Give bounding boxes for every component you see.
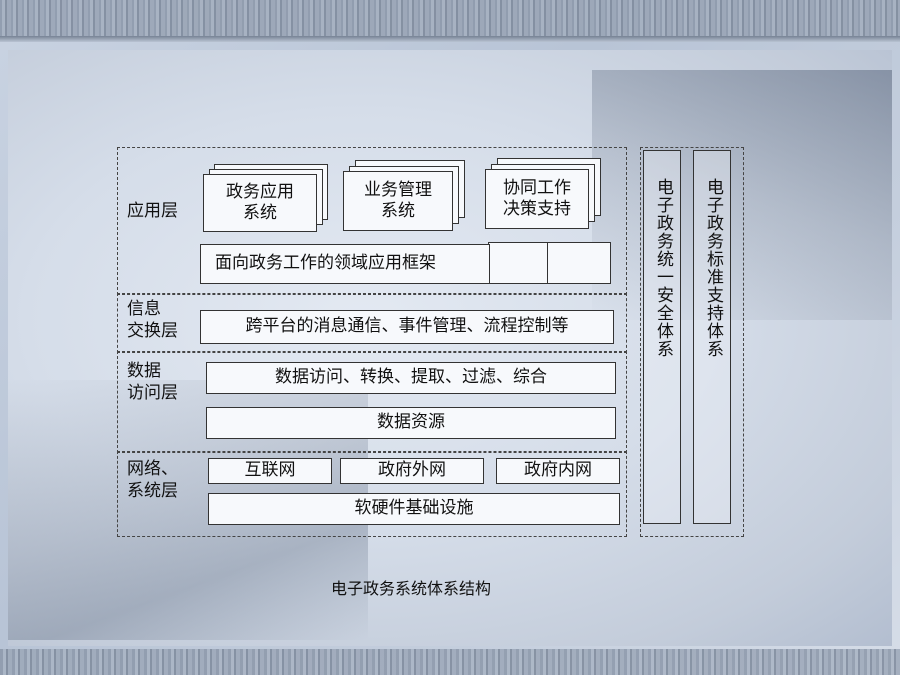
standards-system-column [693,150,731,524]
mountain-background-image [592,70,892,320]
infrastructure-box: 软硬件基础设施 [208,493,620,525]
module-gov-app: 政务应用系统 [203,174,317,232]
gov-intranet-box: 政府内网 [496,458,620,484]
exchange-layer-region [117,293,627,353]
bottom-border-decoration [0,649,900,675]
top-border-decoration [0,0,900,42]
gov-extranet-box: 政府外网 [340,458,484,484]
messaging-box: 跨平台的消息通信、事件管理、流程控制等 [200,310,614,344]
domain-app-framework: 面向政务工作的领域应用框架 [200,244,490,284]
security-system-column [643,150,681,524]
module-collab-decision: 协同工作决策支持 [485,169,589,229]
network-layer-region [117,451,627,537]
security-system-label: 电子政务统一安全体系 [653,178,673,358]
internet-box: 互联网 [208,458,332,484]
module-business-mgmt: 业务管理系统 [343,171,453,231]
data-ops-box: 数据访问、转换、提取、过滤、综合 [206,362,616,394]
data-access-layer-region [117,351,627,453]
standards-system-label: 电子政务标准支持体系 [703,178,723,358]
application-layer-label: 应用层 [127,201,178,221]
side-systems-region [640,147,744,537]
network-layer-label: 网络、系统层 [127,459,178,502]
application-layer-region [117,147,627,295]
diagram-caption: 电子政务系统体系结构 [331,579,492,598]
exchange-layer-label: 信息交换层 [127,299,178,342]
data-resource-box: 数据资源 [206,407,616,439]
data-access-layer-label: 数据访问层 [127,361,178,404]
